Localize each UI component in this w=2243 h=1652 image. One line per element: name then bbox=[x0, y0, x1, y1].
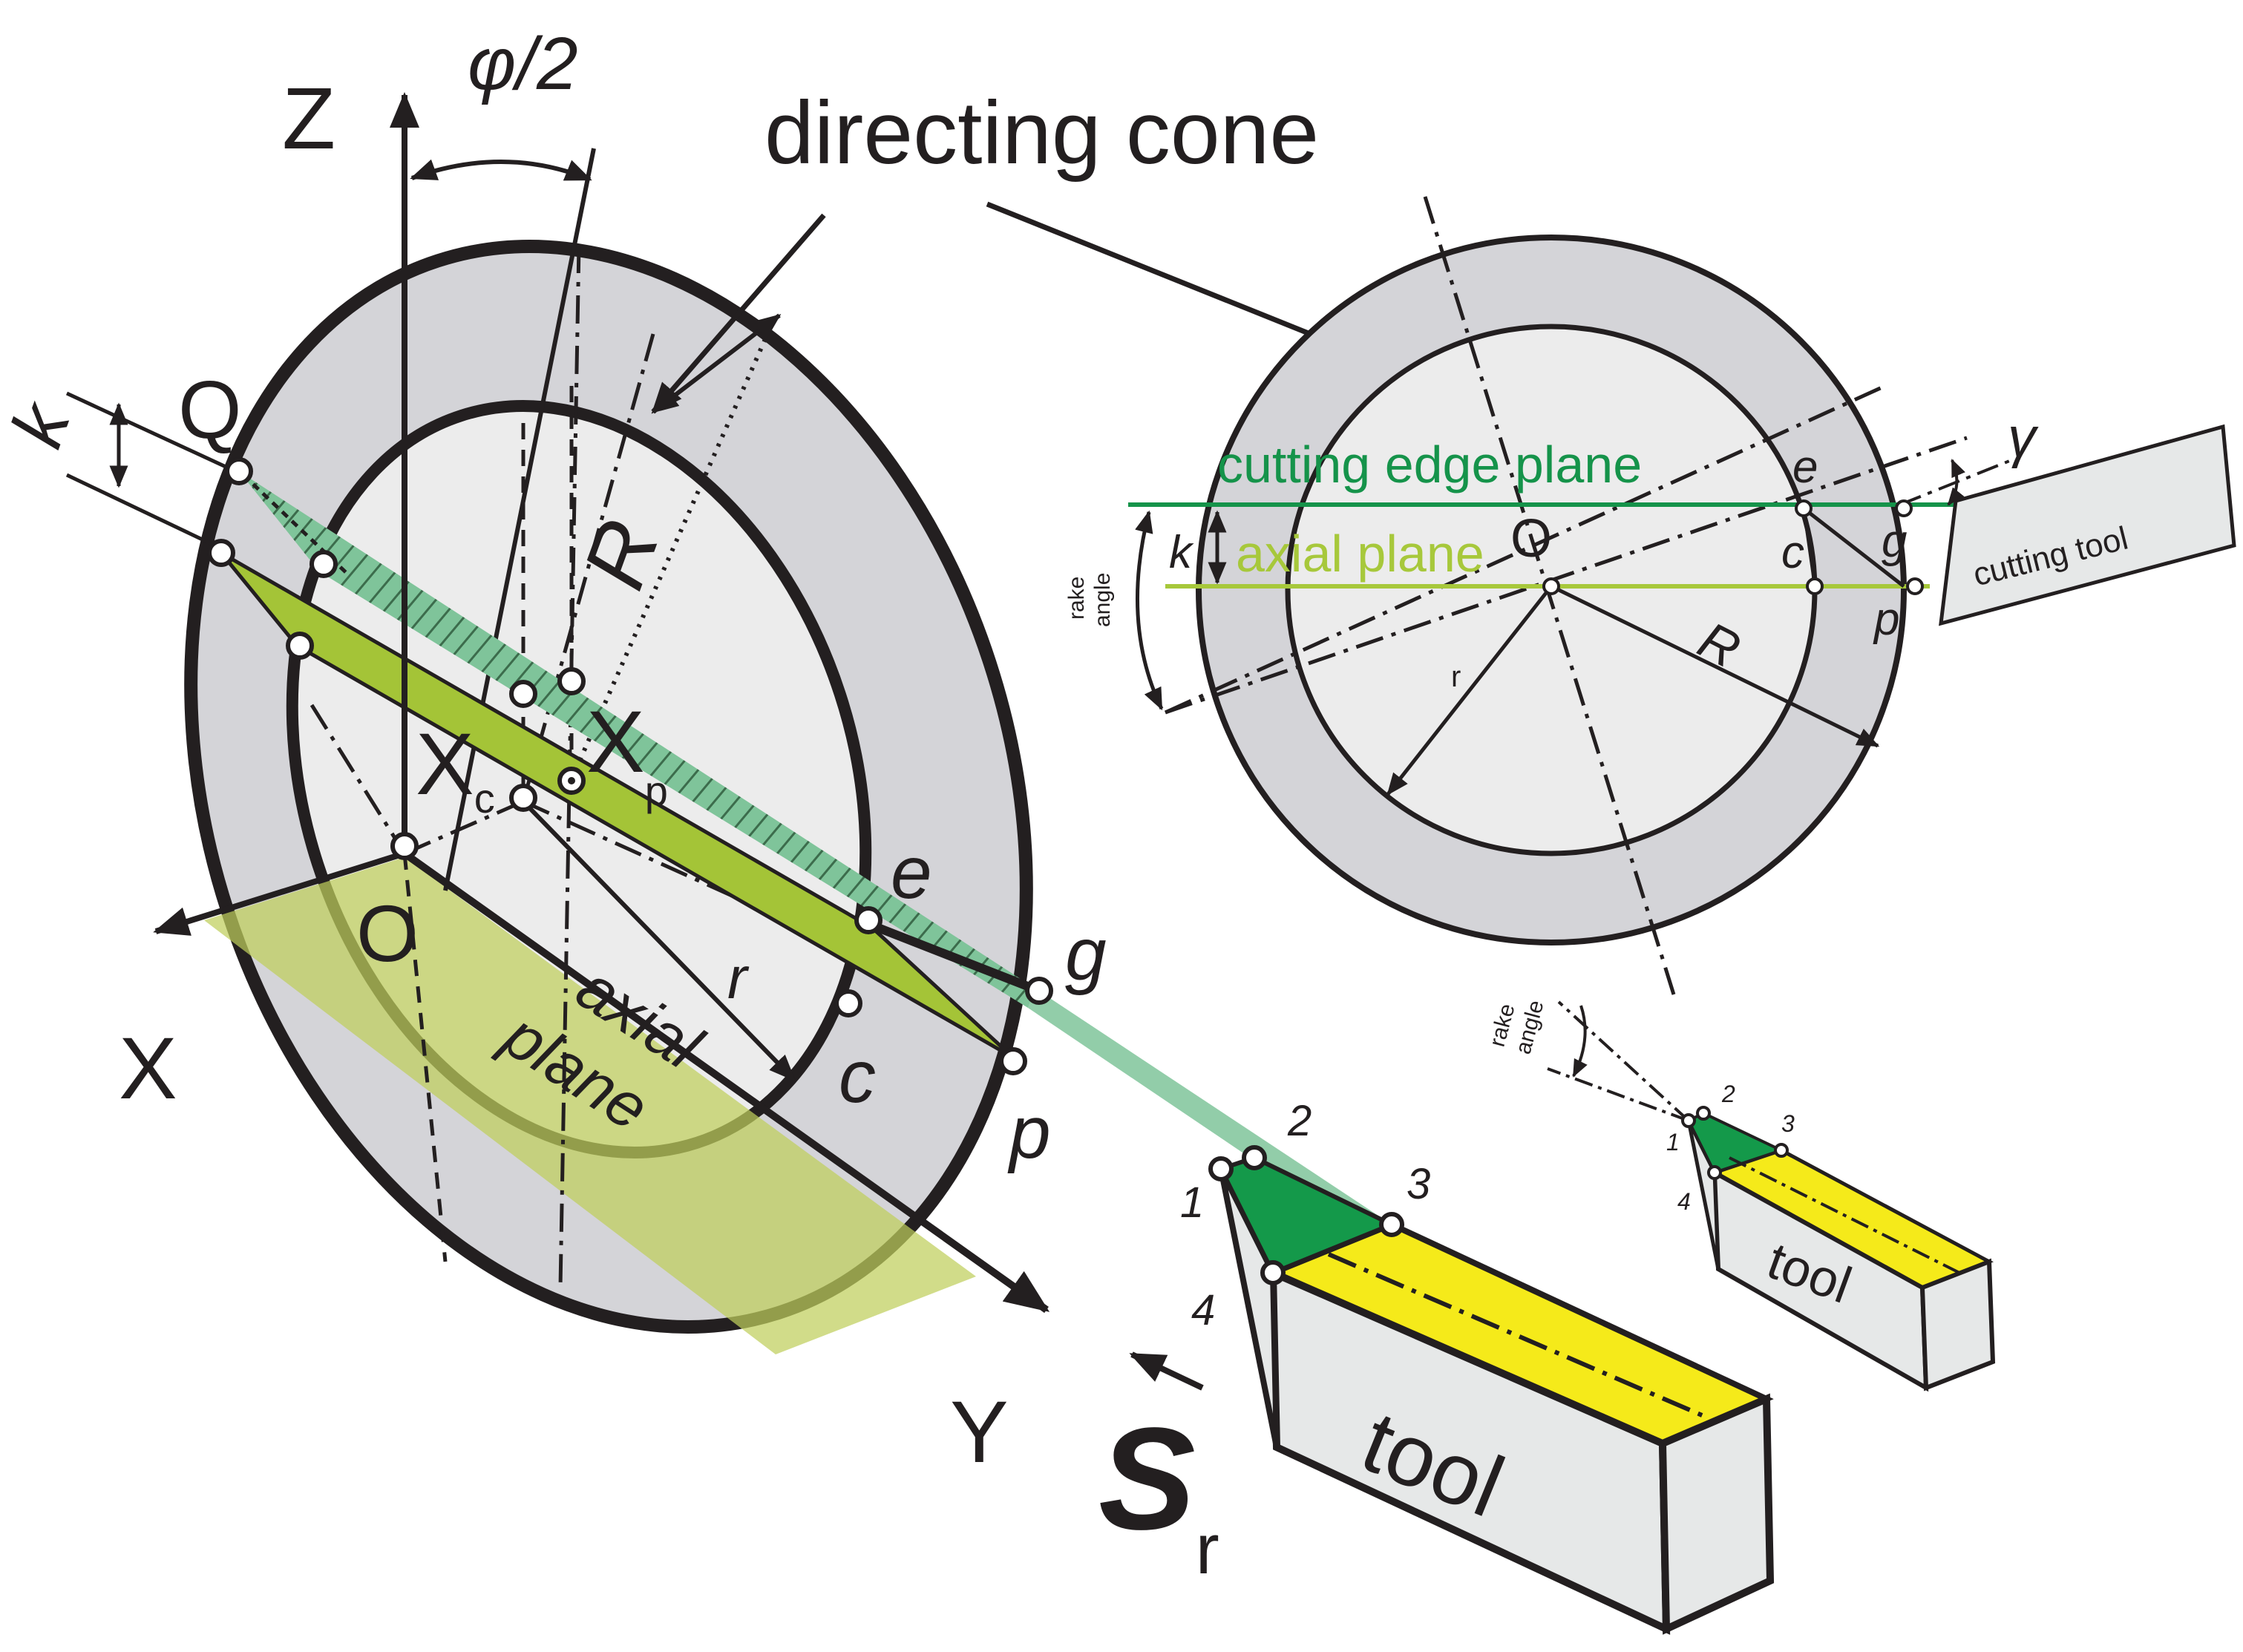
k-label-left: k bbox=[0, 390, 87, 457]
e-g-line bbox=[866, 920, 1041, 995]
xc-label: Xc bbox=[416, 715, 495, 822]
right-e-label: e bbox=[1792, 442, 1818, 493]
small-radius-line bbox=[521, 799, 796, 1082]
small-tool-vertex-3 bbox=[1774, 1143, 1789, 1158]
right-point-e bbox=[1795, 499, 1813, 517]
right-small-radius bbox=[1386, 585, 1553, 796]
small-r-label-left: r bbox=[727, 945, 750, 1011]
origin-label: O bbox=[356, 888, 419, 978]
right-point-c bbox=[1806, 577, 1824, 595]
point-xc bbox=[509, 784, 537, 812]
y-axis-label: Y bbox=[950, 1383, 1009, 1481]
small-tool-axis bbox=[1729, 1156, 1960, 1274]
main-tool: 1 2 3 4 tool bbox=[1180, 1097, 1775, 1635]
right-point-p bbox=[1906, 577, 1924, 595]
axial-plane-label-right: axial plane bbox=[1236, 525, 1484, 583]
point-upper-a bbox=[310, 550, 338, 578]
right-rake-label-2: angle bbox=[1090, 573, 1115, 627]
right-rake-arc bbox=[1135, 510, 1164, 711]
half-angle-arc bbox=[410, 159, 592, 182]
point-p bbox=[999, 1047, 1027, 1075]
dashed-lines bbox=[402, 386, 574, 1262]
xp-label: Xp bbox=[586, 693, 668, 814]
small-tool-vertex-label-1: 1 bbox=[1666, 1129, 1680, 1156]
right-c-label: c bbox=[1781, 527, 1804, 578]
right-small-r-label: r bbox=[1451, 661, 1461, 693]
feed-label: Sr bbox=[1098, 1397, 1219, 1589]
c-label-left: c bbox=[839, 1035, 876, 1118]
tool-vertex-label-3: 3 bbox=[1407, 1160, 1430, 1208]
small-tool-vertex-label-4: 4 bbox=[1677, 1188, 1691, 1215]
directing-cone-arrow-right bbox=[986, 201, 1369, 359]
right-origin-label: O bbox=[1510, 509, 1552, 568]
big-radius-line bbox=[569, 314, 778, 781]
x-axis-label: X bbox=[119, 1020, 177, 1118]
point-z2 bbox=[509, 680, 537, 708]
right-rake-label-1: rake bbox=[1064, 577, 1089, 620]
small-tool-vertex-2 bbox=[1696, 1106, 1711, 1121]
small-tool-end bbox=[1919, 1258, 1996, 1392]
p-label-left: p bbox=[1007, 1091, 1051, 1174]
left-view: Z X Y O φ/2 Q k Xc Xp e g c p r R axial … bbox=[0, 22, 1392, 1589]
right-gamma-label: γ bbox=[2008, 406, 2039, 469]
half-angle-label: φ/2 bbox=[468, 22, 578, 105]
point-q-upper bbox=[225, 457, 253, 485]
small-tool-vertex-4 bbox=[1707, 1165, 1722, 1180]
points bbox=[207, 457, 1053, 1075]
right-cutting-tool bbox=[1939, 424, 2236, 626]
cone-axis-line bbox=[443, 148, 596, 891]
small-tool: 1 2 3 4 rake angle tool bbox=[1485, 997, 1996, 1392]
tool-vertex-label-4: 4 bbox=[1191, 1286, 1215, 1334]
small-tool-vertex-label-3: 3 bbox=[1781, 1110, 1795, 1137]
small-tool-rake-arc bbox=[1572, 1005, 1588, 1078]
right-p-label: p bbox=[1873, 594, 1899, 645]
right-k-label: k bbox=[1169, 527, 1194, 578]
small-tool-rake-line-2 bbox=[1547, 1067, 1689, 1122]
tool-vertex-3 bbox=[1379, 1212, 1404, 1237]
y-axis bbox=[402, 850, 1050, 1314]
point-origin bbox=[390, 832, 419, 860]
small-tool-vertex-label-2: 2 bbox=[1721, 1081, 1735, 1107]
point-c bbox=[834, 989, 862, 1017]
cutting-plane-extension bbox=[1028, 989, 1392, 1236]
e-label-left: e bbox=[891, 831, 932, 914]
tool-end-face bbox=[1658, 1393, 1775, 1635]
right-e-c-vert bbox=[1802, 508, 1816, 587]
point-e bbox=[854, 906, 883, 934]
axial-plane-shape bbox=[204, 857, 976, 1354]
g-label-left: g bbox=[1065, 913, 1107, 996]
point-lower-a bbox=[286, 632, 314, 660]
z-axis-label: Z bbox=[282, 70, 335, 168]
x-axis bbox=[153, 850, 406, 936]
tool-vertex-2 bbox=[1242, 1145, 1267, 1170]
small-tool-vertex-1 bbox=[1681, 1113, 1696, 1128]
q-label: Q bbox=[178, 364, 242, 456]
diagram-title: directing cone bbox=[764, 83, 1319, 183]
right-point-g bbox=[1895, 499, 1913, 517]
directing-cone-arrow-left bbox=[651, 213, 826, 414]
tool-vertex-1 bbox=[1208, 1156, 1234, 1181]
right-big-radius bbox=[1550, 584, 1880, 748]
point-q-lower bbox=[207, 539, 235, 567]
cutting-edge-plane-strip bbox=[239, 471, 1035, 1008]
right-e-c-line bbox=[1802, 507, 1905, 588]
tool-vertex-label-1: 1 bbox=[1180, 1179, 1204, 1227]
right-construction-lines bbox=[1164, 196, 1968, 995]
point-xp-center bbox=[568, 777, 575, 784]
point-g bbox=[1025, 977, 1053, 1005]
cutting-edge-plane-label: cutting edge plane bbox=[1217, 436, 1642, 494]
right-view: cutting edge plane axial plane O k rake … bbox=[1064, 196, 2236, 995]
tool-vertex-label-2: 2 bbox=[1287, 1097, 1312, 1145]
right-gamma-arc bbox=[1947, 459, 1965, 506]
point-z1 bbox=[557, 667, 586, 695]
tool-axis-line bbox=[1327, 1252, 1709, 1420]
small-tool-rake-line-1 bbox=[1557, 1000, 1690, 1122]
feed-arrow bbox=[1129, 1351, 1204, 1391]
right-g-label: g bbox=[1882, 516, 1907, 567]
right-point-origin bbox=[1542, 577, 1560, 595]
tool-vertex-4 bbox=[1260, 1260, 1286, 1285]
